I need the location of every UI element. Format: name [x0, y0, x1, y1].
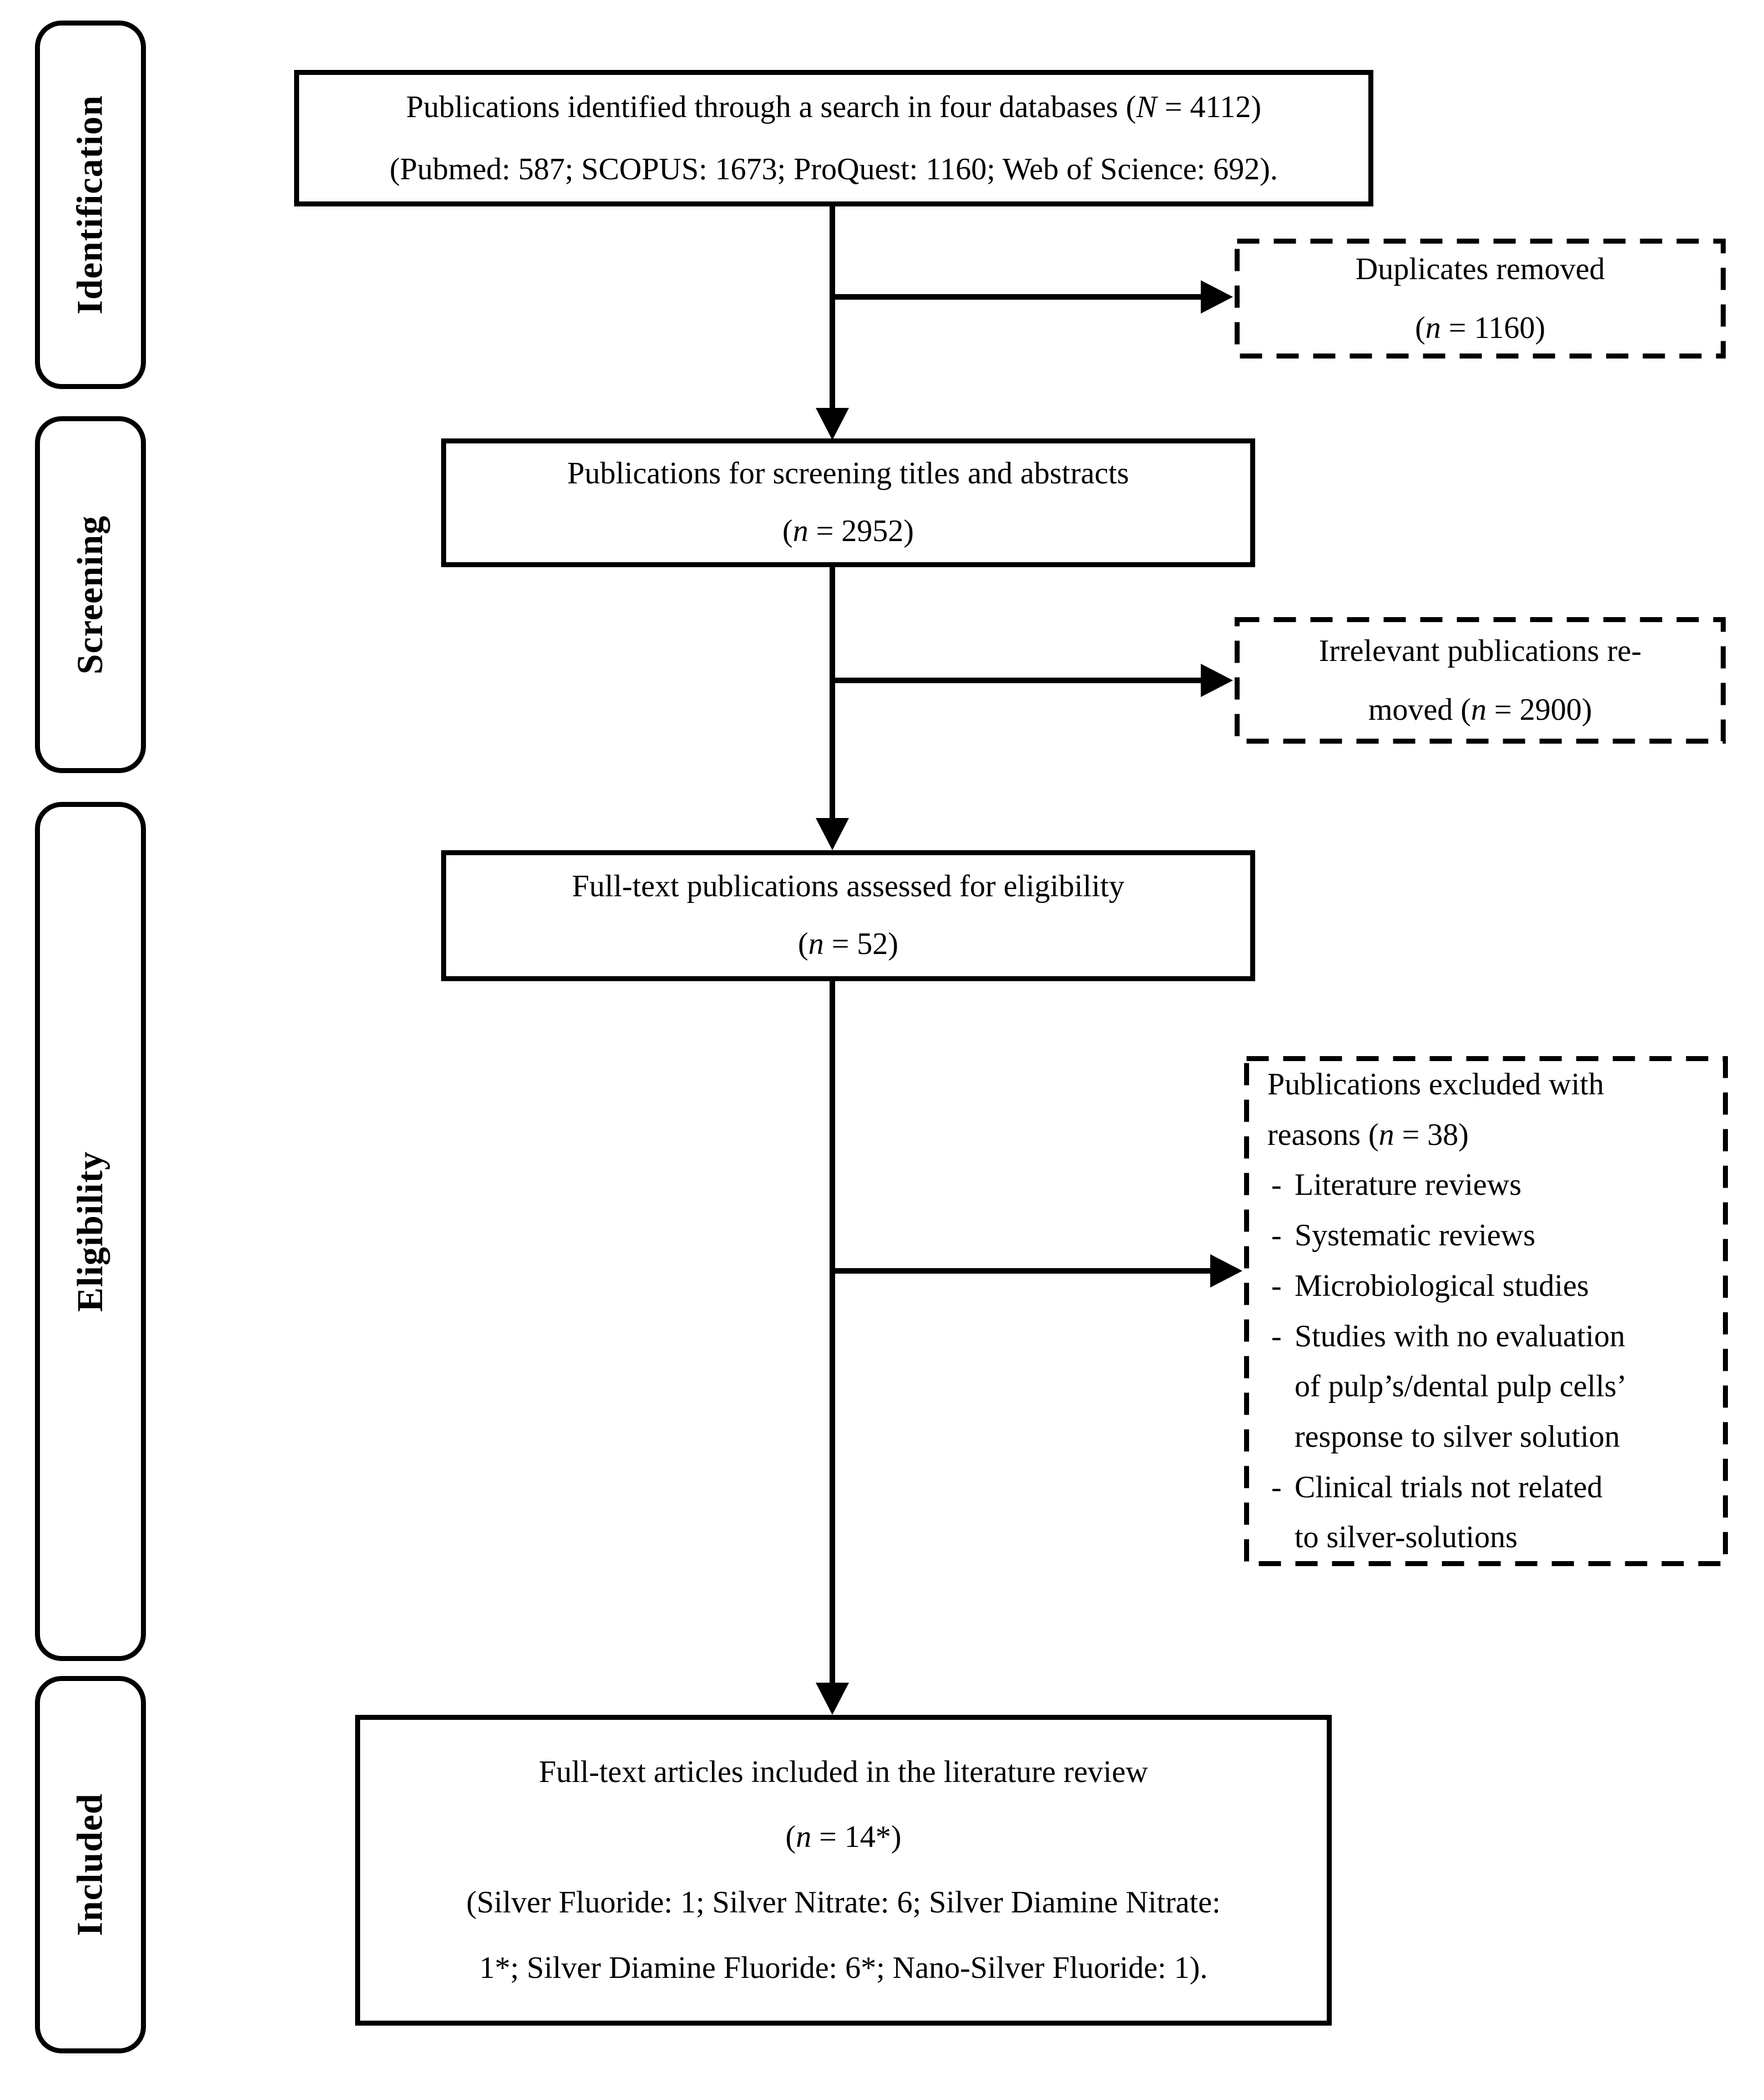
eligibility-count-post: = 52): [823, 927, 898, 961]
stage-label-included-text: Included: [70, 1793, 110, 1936]
box-title-abstract-screening: Publications for screening titles and ab…: [441, 438, 1255, 567]
excluded-reason-text: Microbiological studies: [1295, 1268, 1589, 1303]
box-records-identified: Publications identified through a search…: [294, 70, 1373, 206]
excluded-reason-text: response to silver solution: [1295, 1419, 1620, 1454]
eligibility-count-var: n: [808, 927, 824, 961]
eligibility-line1: Full-text publications assessed for elig…: [572, 869, 1125, 904]
duplicates-line1: Duplicates removed: [1355, 251, 1605, 286]
excluded-reason-text: Clinical trials not related: [1295, 1470, 1603, 1505]
box-duplicates-removed: Duplicates removed (n = 1160): [1235, 239, 1726, 359]
connector-identified-to-screening: [830, 205, 835, 408]
screening-count-pre: (: [782, 514, 793, 548]
dashed-border: [1235, 617, 1726, 744]
duplicates-count: (n = 1160): [1415, 299, 1545, 357]
bullet-dash: -: [1271, 1268, 1282, 1303]
stage-label-eligibility-text: Eligibility: [70, 1151, 111, 1312]
box-excluded-with-reasons: Publications excluded with reasons (n = …: [1244, 1056, 1728, 1566]
bullet-dash: -: [1271, 1470, 1282, 1505]
screening-count: (n = 2952): [782, 503, 914, 561]
excluded-reason-item: - Systematic reviews: [1267, 1210, 1706, 1261]
identified-line1-pre: Publications identified through a search…: [406, 90, 1136, 124]
box-included-articles: Full-text articles included in the liter…: [355, 1715, 1332, 2026]
bullet-dash: -: [1271, 1168, 1282, 1203]
duplicates-count-var: n: [1425, 311, 1441, 345]
stage-label-screening-text: Screening: [70, 515, 111, 674]
eligibility-count: (n = 52): [798, 916, 898, 973]
screening-count-post: = 2952): [808, 514, 914, 548]
identified-line2: (Pubmed: 587; SCOPUS: 1673; ProQuest: 11…: [390, 152, 1278, 186]
dashed-border: [1235, 239, 1726, 359]
duplicates-count-post: = 1160): [1440, 311, 1545, 345]
bullet-dash: -: [1271, 1218, 1282, 1253]
included-detail2: 1*; Silver Diamine Fluoride: 6*; Nano-Si…: [479, 1950, 1208, 1985]
included-count-post: = 14*): [811, 1820, 902, 1855]
screening-line1: Publications for screening titles and ab…: [567, 456, 1129, 491]
excluded-header-line2: reasons (n = 38): [1267, 1110, 1706, 1160]
duplicates-content: Duplicates removed (n = 1160): [1235, 239, 1726, 359]
connector-branch-duplicates: [830, 294, 1202, 300]
screening-count-var: n: [792, 514, 808, 548]
excluded-reason-text: of pulp’s/dental pulp cells’: [1295, 1369, 1627, 1404]
excluded-reason-item: - Literature reviews: [1267, 1160, 1706, 1210]
excluded-reason-text: Studies with no evaluation: [1295, 1319, 1625, 1354]
irrelevant-line1: Irrelevant publications re-: [1318, 633, 1642, 668]
excluded-reason-item: - Clinical trials not related to silver-…: [1267, 1462, 1706, 1563]
irrelevant-line2: moved (n = 2900): [1368, 680, 1592, 739]
duplicates-count-pre: (: [1415, 311, 1426, 345]
dashed-border: [1244, 1056, 1728, 1566]
identified-line1-post: = 4112): [1156, 90, 1262, 124]
stage-label-identification: Identification: [35, 21, 146, 389]
excluded-content: Publications excluded with reasons (n = …: [1244, 1056, 1728, 1566]
connector-branch-excluded: [830, 1268, 1212, 1274]
identified-line1: Publications identified through a search…: [406, 76, 1261, 138]
excluded-reason-item: - Microbiological studies: [1267, 1261, 1706, 1311]
box-fulltext-assessed: Full-text publications assessed for elig…: [441, 850, 1255, 981]
excluded-reason-text: Systematic reviews: [1295, 1218, 1535, 1253]
irrelevant-line2-var: n: [1470, 693, 1487, 727]
included-detail1: (Silver Fluoride: 1; Silver Nitrate: 6; …: [466, 1885, 1221, 1920]
included-count-var: n: [796, 1820, 812, 1855]
connector-branch-irrelevant: [830, 678, 1202, 683]
irrelevant-line2-post: = 2900): [1486, 693, 1593, 727]
stage-label-included: Included: [35, 1676, 146, 2053]
excluded-reason-text: Literature reviews: [1295, 1168, 1522, 1203]
excluded-header-post: = 38): [1394, 1117, 1469, 1152]
connector-eligibility-to-included: [830, 981, 835, 1684]
arrowhead-into-eligibility: [816, 818, 849, 850]
identified-line1-var: N: [1136, 90, 1157, 124]
excluded-reason-list: - Literature reviews - Systematic review…: [1267, 1160, 1706, 1563]
connector-screening-to-eligibility: [830, 567, 835, 819]
arrowhead-into-included: [816, 1683, 849, 1715]
bullet-dash: -: [1271, 1319, 1282, 1354]
included-count: (n = 14*): [786, 1805, 902, 1870]
arrowhead-into-irrelevant: [1201, 664, 1233, 697]
irrelevant-content: Irrelevant publications re- moved (n = 2…: [1235, 617, 1726, 744]
arrowhead-into-duplicates: [1201, 280, 1233, 314]
excluded-header-var: n: [1378, 1117, 1394, 1152]
excluded-reason-item: - Studies with no evaluation of pulp’s/d…: [1267, 1311, 1706, 1462]
included-count-pre: (: [785, 1820, 796, 1855]
excluded-header-pre: reasons (: [1267, 1117, 1379, 1152]
irrelevant-line2-pre: moved (: [1368, 693, 1471, 727]
excluded-header-line1: Publications excluded with: [1267, 1067, 1604, 1102]
stage-label-eligibility: Eligibility: [35, 802, 146, 1661]
box-irrelevant-removed: Irrelevant publications re- moved (n = 2…: [1235, 617, 1726, 744]
arrowhead-into-excluded: [1210, 1254, 1242, 1288]
stage-label-identification-text: Identification: [70, 95, 110, 315]
arrowhead-into-screening: [816, 408, 849, 440]
eligibility-count-pre: (: [798, 927, 808, 961]
stage-label-screening: Screening: [35, 416, 146, 773]
excluded-reason-text: to silver-solutions: [1295, 1520, 1518, 1555]
included-line1: Full-text articles included in the liter…: [539, 1754, 1148, 1789]
